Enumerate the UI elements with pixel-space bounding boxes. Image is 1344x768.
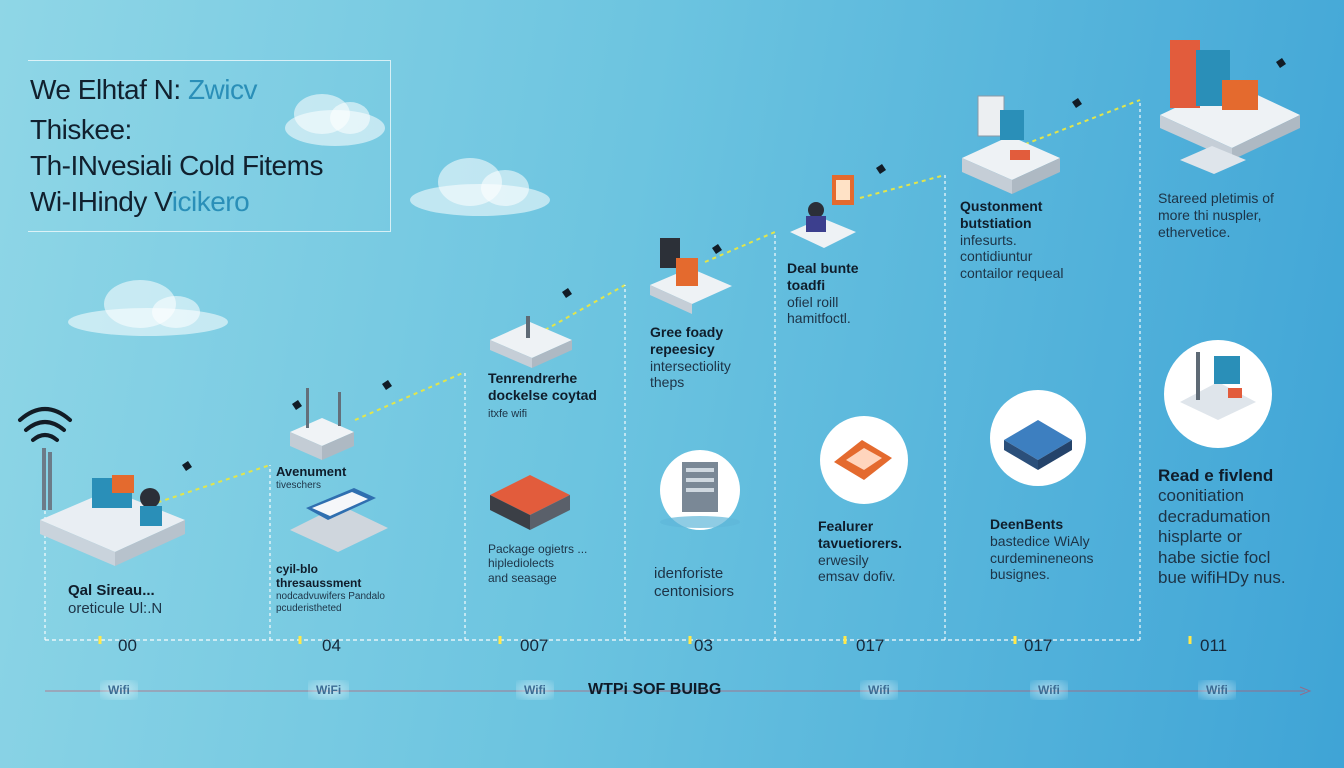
year-label: 03 <box>694 636 713 655</box>
cloud-icon <box>68 280 228 336</box>
year-label: 007 <box>520 636 549 655</box>
desk-user-icon <box>790 175 856 248</box>
step-2-label: cyil-blo thresaussment nodcadvuwifers Pa… <box>276 562 385 614</box>
router-circle-icon <box>820 416 908 504</box>
step-0-label: Qal Sireau... oreticule Ul:.N <box>68 582 163 617</box>
wifi-badge: Wifi <box>516 680 554 700</box>
year-label: 017 <box>1024 636 1053 655</box>
step-5-label: Gree foady repeesicy intersectiolity the… <box>650 324 731 391</box>
year-label: 017 <box>856 636 885 655</box>
step-10-label: DeenBents bastedice WiAly curdemineneons… <box>990 516 1094 583</box>
step-9-label: Qustonment butstiation infesurts. contid… <box>960 198 1064 282</box>
router-desk-icon <box>40 448 185 566</box>
wifi-badge: Wifi <box>860 680 898 700</box>
wifi-badge: Wifi <box>1030 680 1068 700</box>
step-12-label: Read e fivlend coonitiation decradumatio… <box>1158 466 1286 587</box>
title-line-4: Wi-IHindy Vicikero <box>30 186 250 217</box>
wifi-icon <box>712 244 722 254</box>
server-icon <box>490 475 570 530</box>
server-circle-icon <box>990 390 1086 486</box>
step-4-label: Package ogietrs ... hiplediolects and se… <box>488 542 588 585</box>
wifi-badge: Wifi <box>1198 680 1236 700</box>
wifi-icon <box>562 288 572 298</box>
year-label: 00 <box>118 636 137 655</box>
router-icon <box>290 388 354 460</box>
step-8-label: Fealurer tavuetiorers. erwesily emsav do… <box>818 518 903 585</box>
step-1-label: Avenument tiveschers <box>276 464 347 491</box>
year-label: 04 <box>322 636 341 655</box>
cloud-icon <box>410 158 550 216</box>
laptop-icon <box>290 488 388 552</box>
title-line-1: We Elhtaf N: Zwicv <box>30 74 257 105</box>
database-icon <box>660 450 740 530</box>
step-6-label: idenforiste centonisiors <box>654 565 735 600</box>
title-line-2: Thiskee: <box>30 114 132 145</box>
step-3-label: Tenrendrerhe dockelse coytad itxfe wifi <box>488 370 597 420</box>
wifi-badge: Wifi <box>100 680 138 700</box>
title-line-3: Th-INvesiali Cold Fitems <box>30 150 323 181</box>
wifi-icon <box>18 407 72 442</box>
wifi-icon <box>182 461 192 471</box>
step-7-label: Deal bunte toadfi ofiel roill hamitfoctl… <box>787 260 859 327</box>
lab-desk-icon <box>962 95 1060 194</box>
cloud-icon <box>285 94 385 146</box>
wifi-icon <box>876 164 886 174</box>
wifi-icon <box>292 400 302 410</box>
wifi-badge: WiFi <box>308 680 350 700</box>
workstation-icon <box>650 238 732 314</box>
year-label: 011 <box>1200 636 1228 655</box>
legend-label: WTPi SOF BUIBG <box>588 681 722 698</box>
access-point-icon <box>490 316 572 368</box>
wifi-icon <box>382 380 392 390</box>
title-frame <box>28 60 391 232</box>
router-circle-icon <box>1164 340 1272 448</box>
wifi-icon <box>1276 58 1286 68</box>
step-11-label: Stareed pletimis of more thi nuspler, et… <box>1158 190 1274 240</box>
control-center-icon <box>1160 40 1300 174</box>
wifi-icon <box>1072 98 1082 108</box>
